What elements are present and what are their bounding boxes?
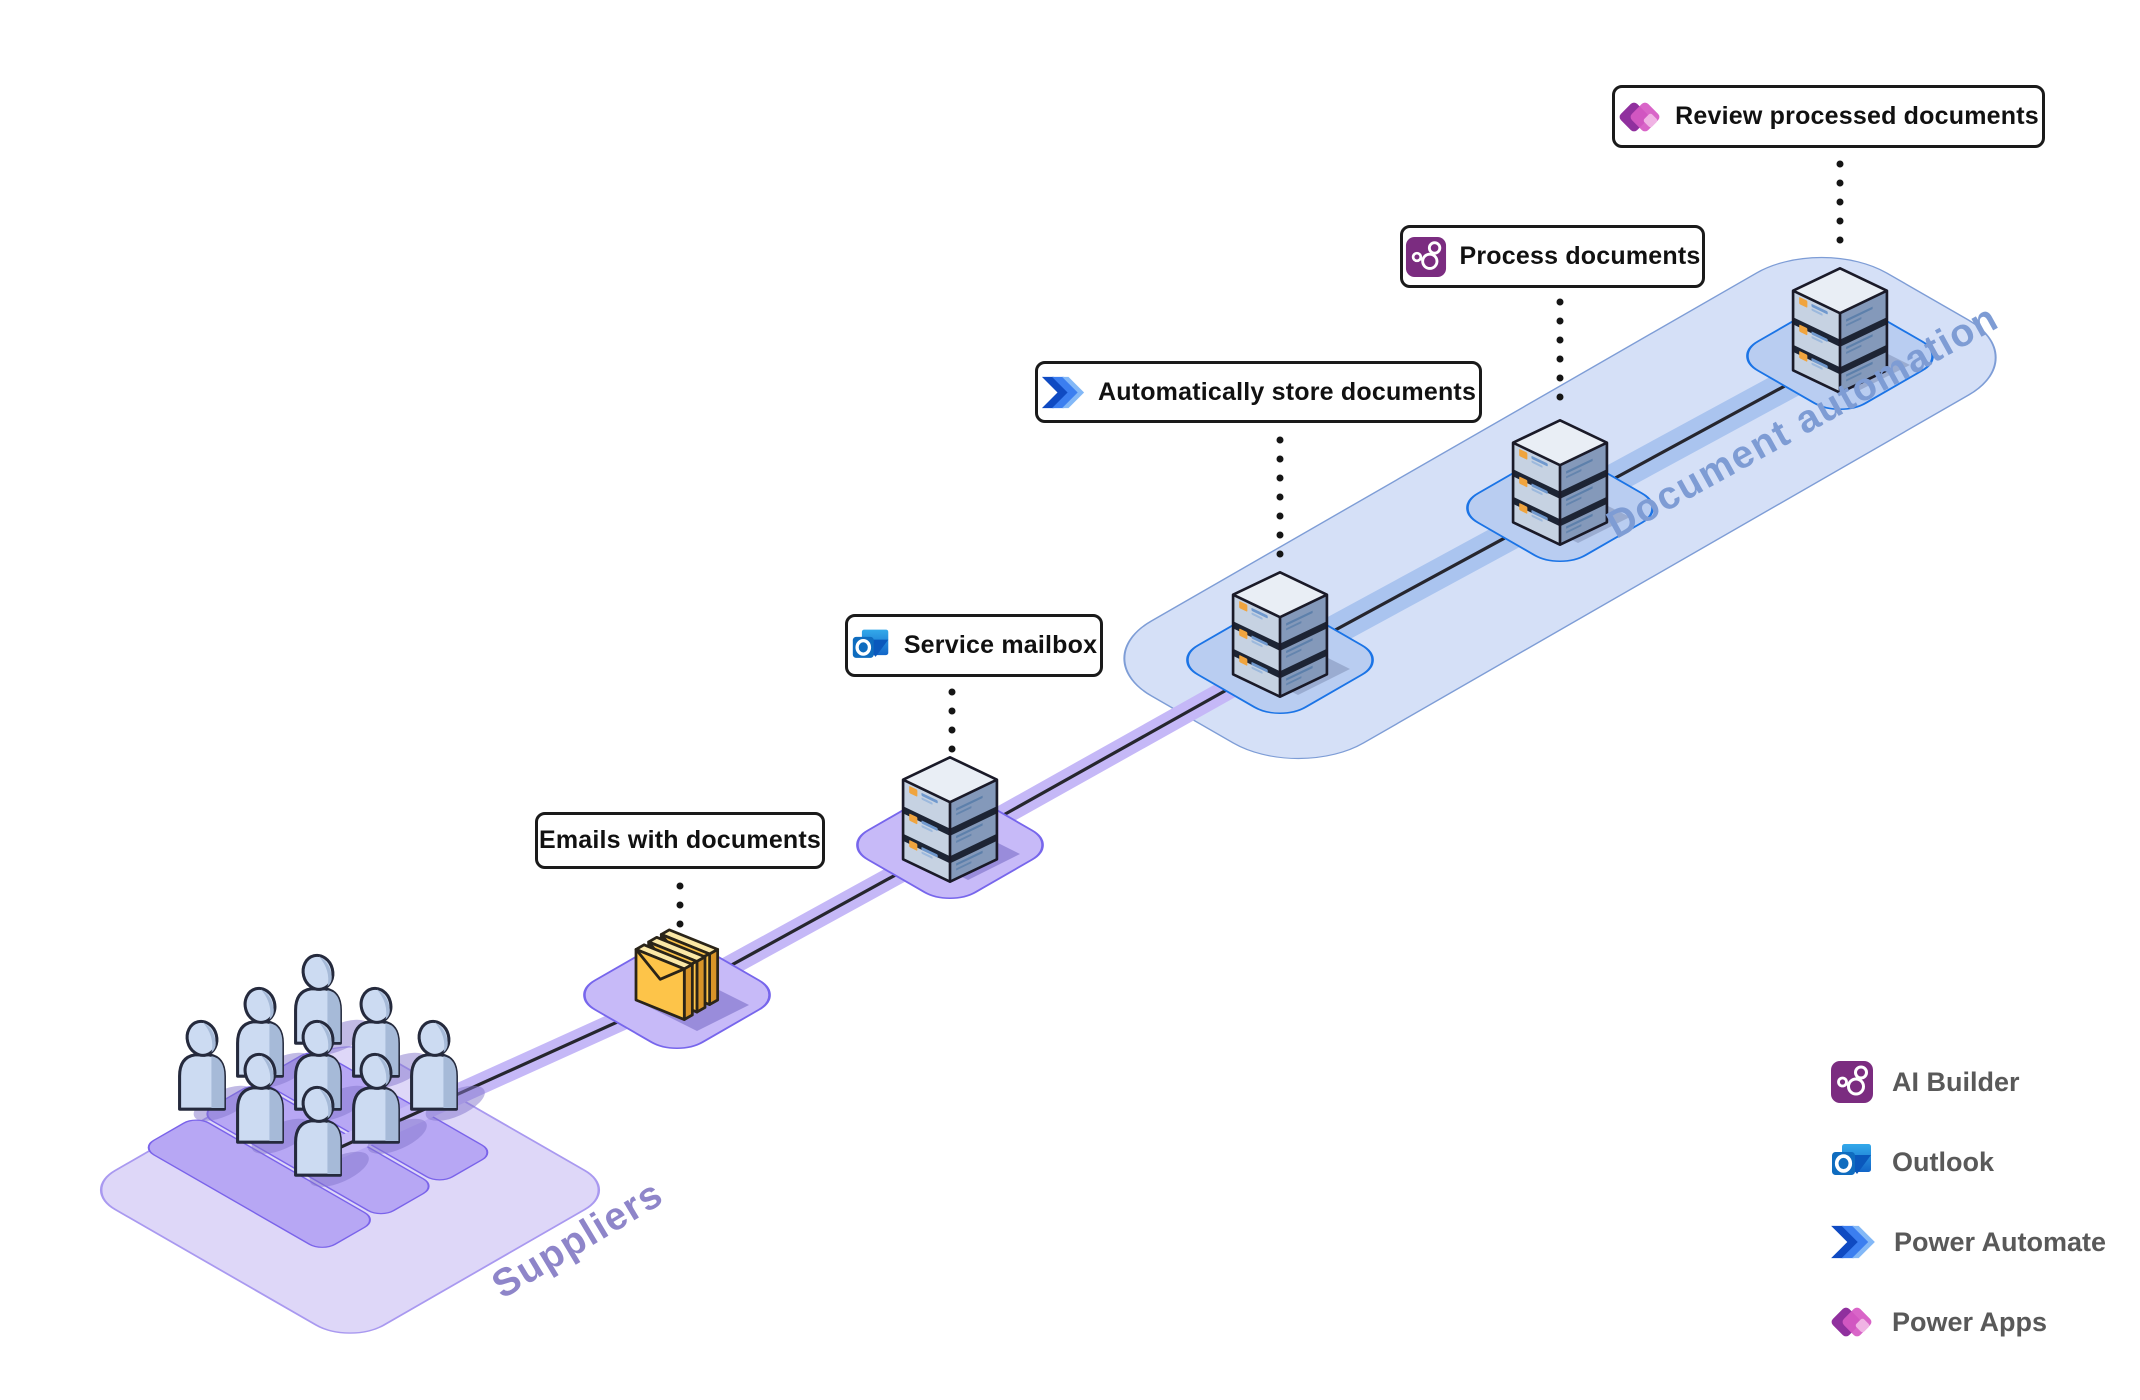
suppliers-platform: [99, 1046, 601, 1334]
callout-automatically-store-documents: Automatically store documents: [1035, 361, 1482, 423]
callout-label: Review processed documents: [1675, 102, 2039, 130]
power-automate-icon: [1041, 374, 1085, 411]
callout-label: Automatically store documents: [1097, 377, 1477, 406]
purple-flow-band: [325, 650, 1286, 1162]
callout-emails-with-documents: Emails with documents: [535, 812, 825, 869]
callout-service-mailbox: Service mailbox: [845, 614, 1103, 677]
power-automate-icon: [1830, 1223, 1876, 1261]
callout-label: Process documents: [1459, 242, 1701, 270]
power-apps-icon: [1618, 95, 1662, 139]
callout-process-documents: Process documents: [1400, 225, 1705, 288]
legend-label: Power Apps: [1892, 1306, 2048, 1337]
legend: AI Builder Outlook Power Automate Power …: [1830, 1060, 2106, 1344]
ai-builder-icon: [1405, 236, 1447, 278]
legend-label: Power Automate: [1894, 1226, 2107, 1257]
legend-item-ai-builder: AI Builder: [1830, 1060, 2106, 1104]
legend-item-power-automate: Power Automate: [1830, 1220, 2106, 1264]
ai-builder-icon: [1830, 1060, 1874, 1104]
outlook-icon: [1830, 1140, 1874, 1184]
dotted-connectors: [676, 160, 1844, 940]
callout-review-processed-documents: Review processed documents: [1612, 85, 2045, 148]
legend-item-power-apps: Power Apps: [1830, 1300, 2106, 1344]
power-apps-icon: [1830, 1300, 1874, 1344]
callout-label: Emails with documents: [538, 826, 822, 854]
legend-label: Outlook: [1892, 1146, 1994, 1177]
outlook-icon: [851, 626, 891, 666]
legend-item-outlook: Outlook: [1830, 1140, 2106, 1184]
callout-label: Service mailbox: [903, 631, 1098, 659]
legend-label: AI Builder: [1892, 1066, 2020, 1097]
